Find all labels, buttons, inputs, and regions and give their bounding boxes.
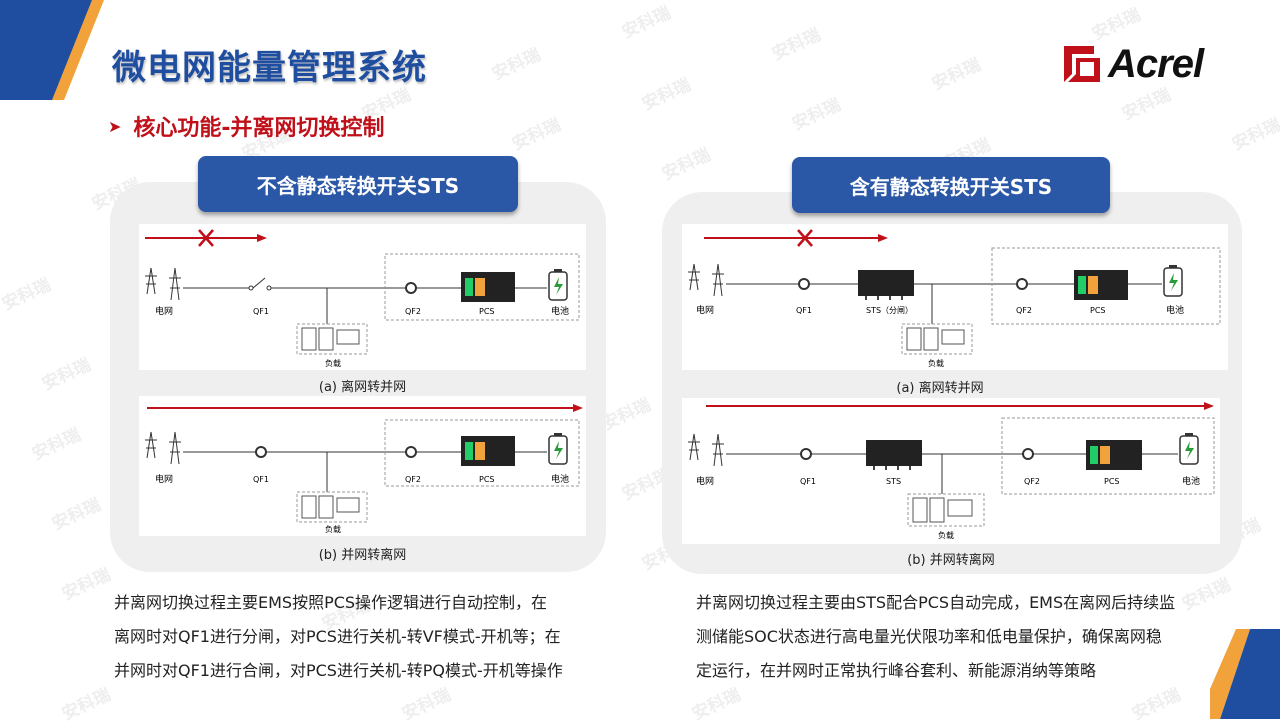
label-pcs: PCS bbox=[1090, 306, 1106, 315]
left-caption-b: (b) 并网转离网 bbox=[318, 548, 407, 563]
left-description-line: 离网时对QF1进行分闸，对PCS进行关机-转VF模式-开机等；在 bbox=[114, 627, 561, 646]
qf1-closed-switch-icon bbox=[255, 446, 267, 458]
left-description-line: 并网时对QF1进行合闸，对PCS进行关机-转PQ模式-开机等操作 bbox=[114, 661, 563, 680]
label-qf2: QF2 bbox=[1024, 477, 1040, 486]
watermark-text: 安科瑞 bbox=[1229, 114, 1280, 155]
battery-icon bbox=[548, 269, 568, 301]
left-panel-heading: 不含静态转换开关STS bbox=[198, 156, 518, 212]
acrel-logo-text: Acrel bbox=[1108, 41, 1204, 86]
load-appliances-icon bbox=[301, 495, 360, 519]
label-load: 负载 bbox=[938, 530, 954, 540]
label-qf2: QF2 bbox=[1016, 306, 1032, 315]
label-qf1: QF1 bbox=[800, 477, 816, 486]
label-grid: 电网 bbox=[155, 473, 173, 485]
corner-decoration-top-left bbox=[0, 0, 104, 100]
load-appliances-icon bbox=[912, 497, 973, 523]
acrel-logo: Acrel bbox=[1062, 41, 1204, 86]
watermark-text: 安科瑞 bbox=[489, 44, 544, 85]
left-description: 并离网切换过程主要EMS按照PCS操作逻辑进行自动控制，在 离网时对QF1进行分… bbox=[114, 586, 614, 688]
pcs-device-icon bbox=[461, 272, 515, 302]
left-diagram-a: 电网 QF1 QF2 PCS 电池 负载 bbox=[139, 224, 586, 370]
watermark-text: 安科瑞 bbox=[619, 2, 674, 43]
watermark-text: 安科瑞 bbox=[59, 684, 114, 725]
battery-icon bbox=[1163, 265, 1183, 297]
watermark-text: 安科瑞 bbox=[769, 24, 824, 65]
right-description-line: 并离网切换过程主要由STS配合PCS自动完成，EMS在离网后持续监 bbox=[696, 593, 1176, 612]
battery-icon bbox=[548, 433, 568, 465]
load-appliances-icon bbox=[906, 327, 965, 351]
qf1-switch-icon bbox=[800, 448, 812, 460]
left-description-line: 并离网切换过程主要EMS按照PCS操作逻辑进行自动控制，在 bbox=[114, 593, 548, 612]
sts-device-icon bbox=[866, 440, 922, 470]
label-load: 负载 bbox=[325, 358, 341, 368]
watermark-text: 安科瑞 bbox=[509, 114, 564, 155]
label-qf1: QF1 bbox=[253, 307, 269, 316]
label-pcs: PCS bbox=[479, 475, 495, 484]
label-battery: 电池 bbox=[551, 305, 569, 317]
label-qf2: QF2 bbox=[405, 475, 421, 484]
right-caption-b: (b) 并网转离网 bbox=[907, 553, 995, 568]
right-panel-heading: 含有静态转换开关STS bbox=[792, 157, 1110, 213]
label-load: 负载 bbox=[928, 358, 944, 368]
watermark-text: 安科瑞 bbox=[1119, 84, 1174, 125]
watermark-text: 安科瑞 bbox=[39, 354, 94, 395]
label-battery: 电池 bbox=[1182, 475, 1200, 487]
bullet-arrow-icon: ➤ bbox=[108, 116, 122, 136]
load-appliances-icon bbox=[301, 327, 360, 351]
watermark-text: 安科瑞 bbox=[1089, 4, 1144, 45]
label-pcs: PCS bbox=[479, 307, 495, 316]
label-sts: STS（分闸） bbox=[866, 306, 913, 315]
right-description: 并离网切换过程主要由STS配合PCS自动完成，EMS在离网后持续监 测储能SOC… bbox=[696, 586, 1246, 688]
label-grid: 电网 bbox=[696, 475, 714, 487]
watermark-text: 安科瑞 bbox=[659, 144, 714, 185]
qf1-open-switch-icon bbox=[248, 277, 272, 291]
label-grid: 电网 bbox=[155, 305, 173, 317]
section-subtitle: ➤ 核心功能-并离网切换控制 bbox=[108, 110, 385, 142]
label-grid: 电网 bbox=[696, 304, 714, 316]
qf1-switch-icon bbox=[798, 278, 810, 290]
watermark-text: 安科瑞 bbox=[929, 54, 984, 95]
right-diagram-a: 电网 QF1 STS（分闸） QF2 PCS 电池 负载 bbox=[682, 224, 1228, 370]
watermark-text: 安科瑞 bbox=[639, 74, 694, 115]
pcs-device-icon bbox=[1074, 270, 1128, 300]
left-caption-a: (a) 离网转并网 bbox=[318, 380, 407, 395]
watermark-text: 安科瑞 bbox=[0, 274, 54, 315]
label-qf2: QF2 bbox=[405, 307, 421, 316]
acrel-logo-icon bbox=[1064, 46, 1100, 82]
right-description-line: 测储能SOC状态进行高电量光伏限功率和低电量保护，确保离网稳 bbox=[696, 627, 1162, 646]
label-load: 负载 bbox=[325, 524, 341, 534]
transmission-tower-icon bbox=[688, 263, 724, 297]
pcs-device-icon bbox=[461, 436, 515, 466]
battery-icon bbox=[1179, 433, 1199, 465]
watermark-text: 安科瑞 bbox=[29, 424, 84, 465]
sts-device-icon bbox=[858, 270, 914, 300]
label-qf1: QF1 bbox=[796, 306, 812, 315]
pcs-device-icon bbox=[1086, 440, 1142, 470]
right-description-line: 定运行，在并网时正常执行峰谷套利、新能源消纳等策略 bbox=[696, 661, 1097, 680]
transmission-tower-icon bbox=[145, 431, 181, 465]
watermark-text: 安科瑞 bbox=[789, 94, 844, 135]
page-title: 微电网能量管理系统 bbox=[112, 48, 427, 88]
subtitle-text: 核心功能-并离网切换控制 bbox=[133, 116, 385, 141]
label-qf1: QF1 bbox=[253, 475, 269, 484]
transmission-tower-icon bbox=[688, 433, 724, 467]
right-diagram-b: 电网 QF1 STS QF2 PCS 电池 负载 bbox=[682, 398, 1220, 544]
label-pcs: PCS bbox=[1104, 477, 1120, 486]
label-battery: 电池 bbox=[551, 473, 569, 485]
left-diagram-b: 电网 QF1 QF2 PCS 电池 负载 bbox=[139, 396, 586, 536]
label-battery: 电池 bbox=[1166, 304, 1184, 316]
label-sts: STS bbox=[886, 477, 901, 486]
watermark-text: 安科瑞 bbox=[49, 494, 104, 535]
transmission-tower-icon bbox=[145, 267, 181, 301]
corner-decoration-bottom-right bbox=[1210, 629, 1280, 719]
watermark-text: 安科瑞 bbox=[59, 564, 114, 605]
right-caption-a: (a) 离网转并网 bbox=[896, 381, 984, 396]
